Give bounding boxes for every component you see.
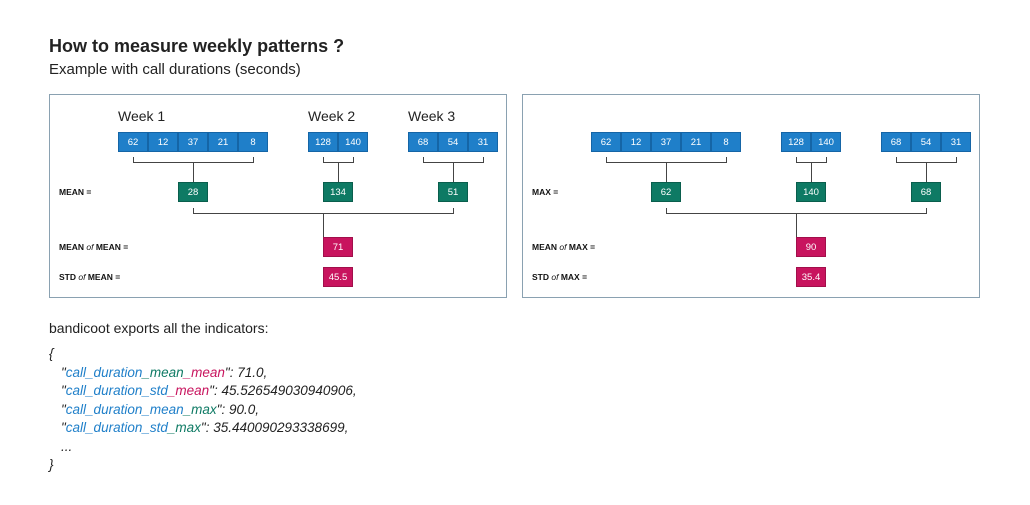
right-week-bracket-stem (666, 162, 667, 182)
code-ellipsis: ... (61, 438, 73, 454)
left-week-bracket-left (133, 157, 134, 162)
right-week-bracket-right (956, 157, 957, 162)
left-aggregate-bracket-stem (323, 213, 324, 237)
left-duration-cell: 8 (238, 132, 268, 152)
left-weekly-cell: 28 (178, 182, 208, 202)
right-aggregate-std-cell: 35.4 (796, 267, 826, 287)
left-aggregate-mean-cell: 71 (323, 237, 353, 257)
right-duration-cell: 68 (881, 132, 911, 152)
right-duration-cell: 140 (811, 132, 841, 152)
right-duration-cell: 54 (911, 132, 941, 152)
right-aggregate-bracket-right (926, 208, 927, 213)
left-weekly-cell: 51 (438, 182, 468, 202)
right-weekly-cell: 62 (651, 182, 681, 202)
left-duration-cell: 31 (468, 132, 498, 152)
right-week-bracket-left (896, 157, 897, 162)
right-aggregate-bracket-stem (796, 213, 797, 237)
left-week-bracket-right (353, 157, 354, 162)
right-duration-cell: 12 (621, 132, 651, 152)
code-line: "call_duration_std_max": 35.440090293338… (61, 420, 349, 435)
max-row-label: MAX = (532, 187, 559, 197)
left-week-bracket-right (483, 157, 484, 162)
code-line: "call_duration_mean_mean": 71.0, (61, 364, 268, 380)
mean-of-mean-label: MEAN of MEAN = (59, 242, 129, 252)
left-duration-cell: 54 (438, 132, 468, 152)
left-week-bracket-stem (453, 162, 454, 182)
right-weekly-cell: 140 (796, 182, 826, 202)
left-week-bracket-left (423, 157, 424, 162)
right-week-bracket-stem (811, 162, 812, 182)
left-week-bracket-left (323, 157, 324, 162)
left-aggregate-bracket-right (453, 208, 454, 213)
code-line: "call_duration_mean_max": 90.0, (61, 401, 259, 417)
page-title: How to measure weekly patterns ? (49, 36, 345, 56)
left-duration-cell: 62 (118, 132, 148, 152)
right-week-bracket-stem (926, 162, 927, 182)
right-week-bracket-left (606, 157, 607, 162)
mean-of-max-label: MEAN of MAX = (532, 242, 596, 252)
left-weekly-cell: 134 (323, 182, 353, 202)
left-duration-cell: 37 (178, 132, 208, 152)
left-duration-cell: 21 (208, 132, 238, 152)
left-week-bracket-right (253, 157, 254, 162)
week-3-label: Week 3 (408, 108, 456, 124)
left-week-bracket-stem (193, 162, 194, 182)
week-1-label: Week 1 (118, 108, 166, 124)
max-panel (522, 94, 980, 298)
right-week-bracket-right (826, 157, 827, 162)
export-code-block: { "call_duration_mean_mean": 71.0, "call… (49, 345, 357, 475)
right-aggregate-mean-cell: 90 (796, 237, 826, 257)
right-weekly-cell: 68 (911, 182, 941, 202)
left-week-bracket-stem (338, 162, 339, 182)
left-duration-cell: 140 (338, 132, 368, 152)
right-duration-cell: 31 (941, 132, 971, 152)
right-duration-cell: 21 (681, 132, 711, 152)
std-of-max-label: STD of MAX = (532, 272, 588, 282)
left-aggregate-bracket-left (193, 208, 194, 213)
right-duration-cell: 8 (711, 132, 741, 152)
right-week-bracket-left (796, 157, 797, 162)
mean-panel (49, 94, 507, 298)
right-week-bracket-right (726, 157, 727, 162)
code-open-brace: { (49, 346, 54, 361)
left-duration-cell: 128 (308, 132, 338, 152)
right-duration-cell: 128 (781, 132, 811, 152)
export-intro: bandicoot exports all the indicators: (49, 320, 269, 336)
code-line: "call_duration_std_mean": 45.52654903094… (61, 383, 357, 398)
mean-row-label: MEAN = (59, 187, 92, 197)
right-aggregate-bracket-left (666, 208, 667, 213)
code-close-brace: } (49, 457, 54, 472)
page-subtitle: Example with call durations (seconds) (49, 61, 301, 78)
week-2-label: Week 2 (308, 108, 356, 124)
left-duration-cell: 68 (408, 132, 438, 152)
right-duration-cell: 37 (651, 132, 681, 152)
left-aggregate-std-cell: 45.5 (323, 267, 353, 287)
left-duration-cell: 12 (148, 132, 178, 152)
std-of-mean-label: STD of MEAN = (59, 272, 121, 282)
right-duration-cell: 62 (591, 132, 621, 152)
